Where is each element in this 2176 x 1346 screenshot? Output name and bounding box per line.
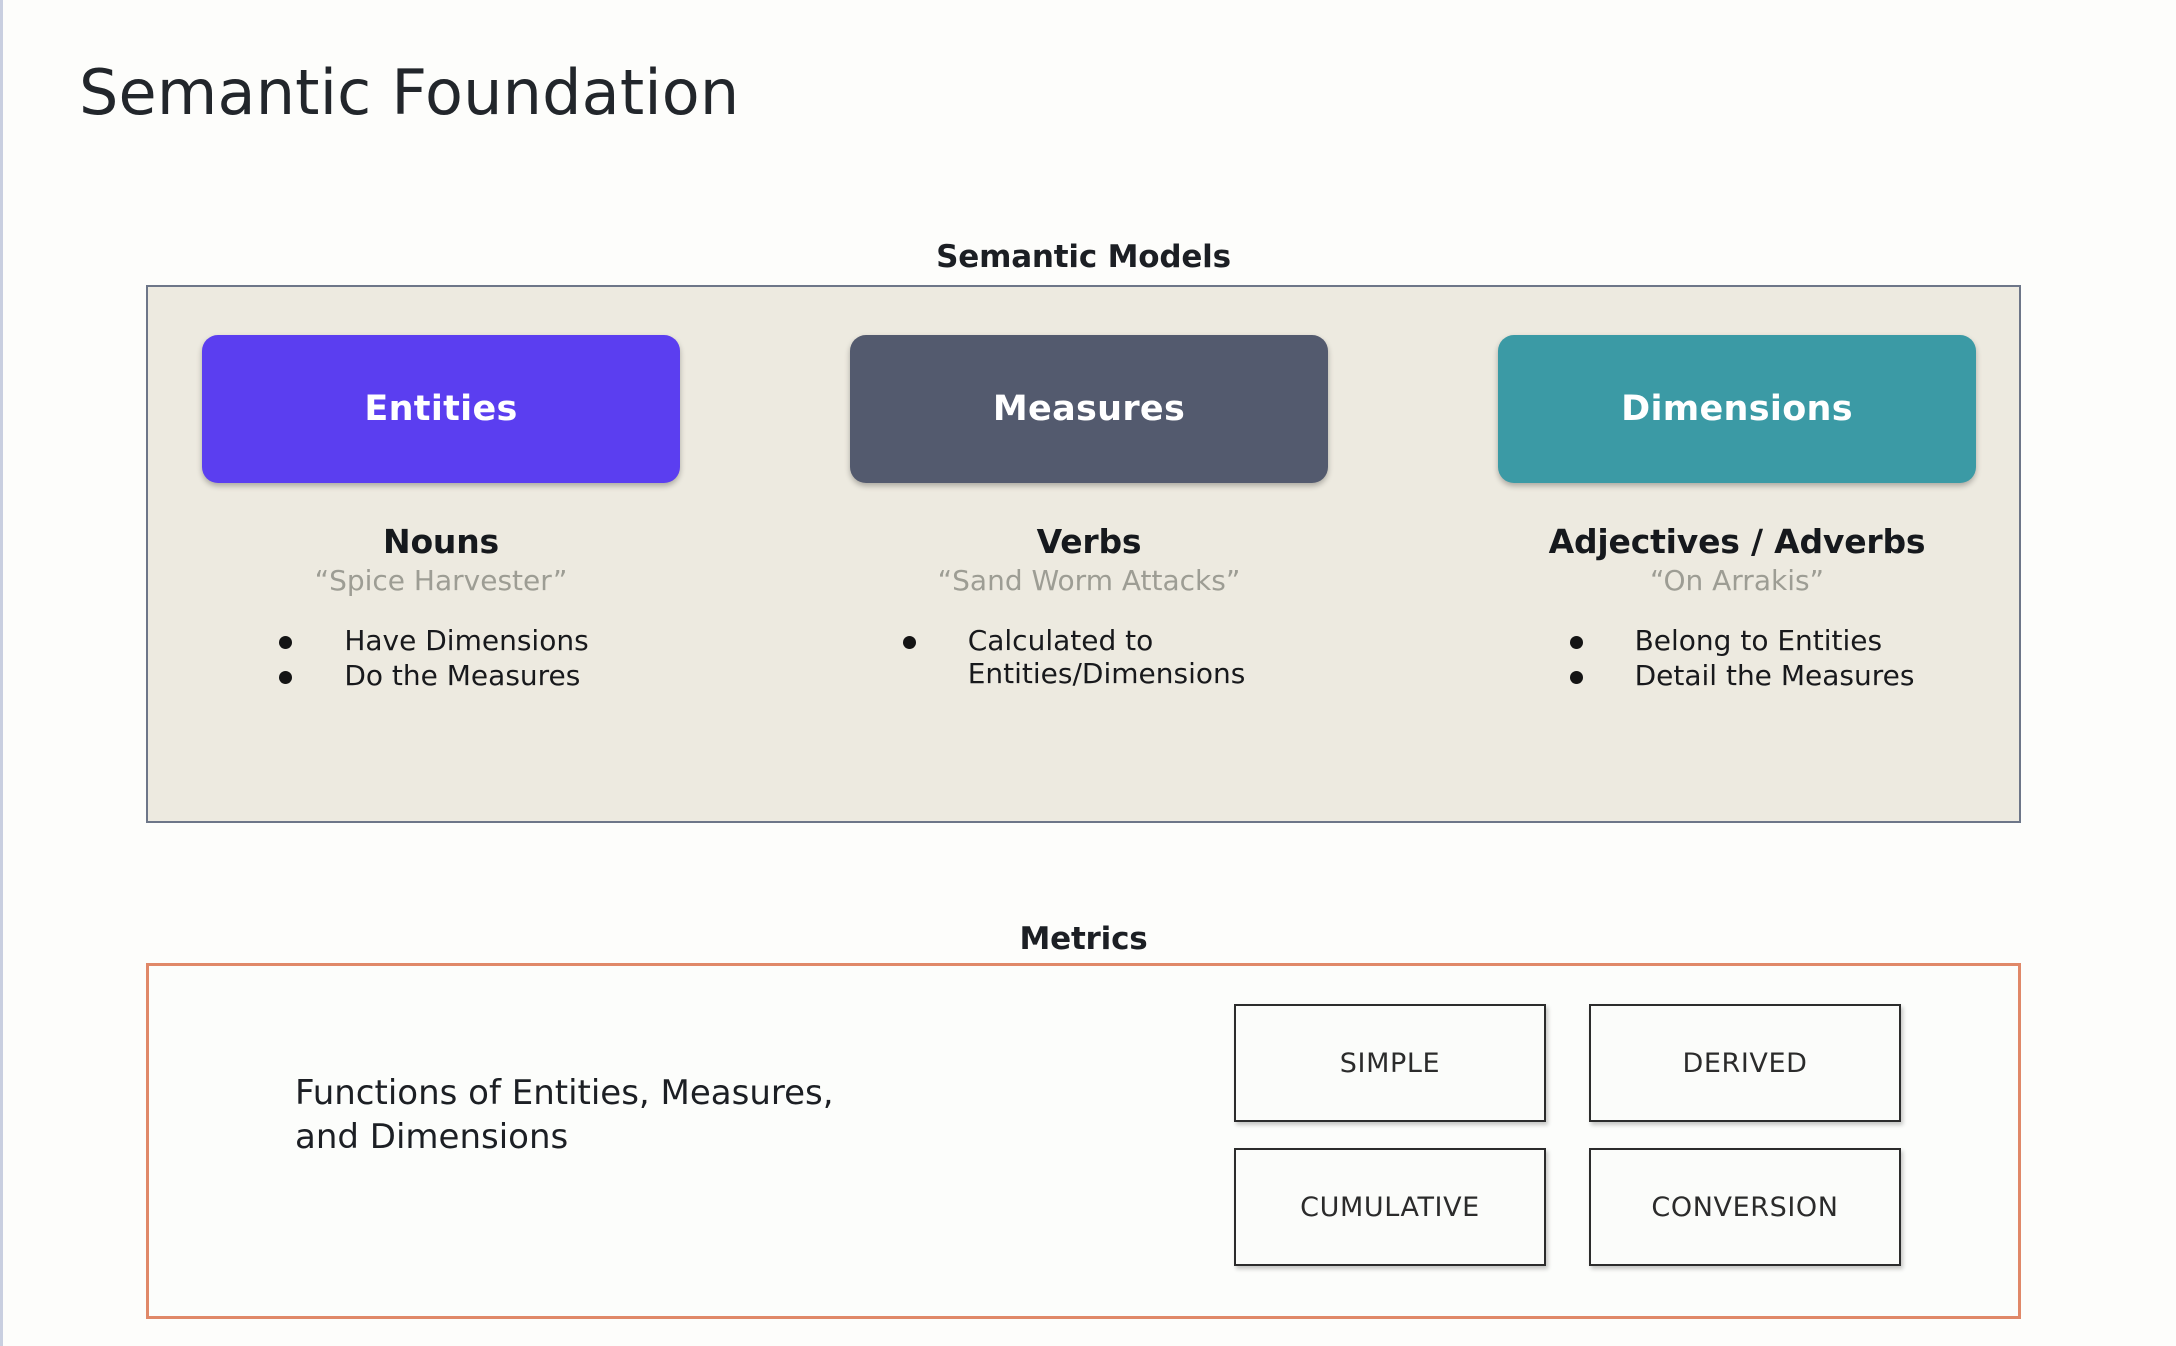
model-column-measures: Measures Verbs “Sand Worm Attacks” Calcu… <box>850 335 1328 821</box>
list-item: Belong to Entities <box>1569 624 1915 658</box>
list-item: Detail the Measures <box>1569 659 1915 693</box>
bullet-dot-icon <box>279 671 293 685</box>
dimensions-card[interactable]: Dimensions <box>1498 335 1976 483</box>
list-item-label: Do the Measures <box>344 659 581 693</box>
model-column-dimensions: Dimensions Adjectives / Adverbs “On Arra… <box>1498 335 1976 821</box>
semantic-models-panel: Entities Nouns “Spice Harvester” Have Di… <box>146 285 2021 823</box>
dimensions-part-of-speech: Adjectives / Adverbs <box>1548 522 1926 561</box>
list-item: Have Dimensions <box>279 624 589 658</box>
bullet-dot-icon <box>1569 671 1583 685</box>
list-item-label: Belong to Entities <box>1634 624 1883 658</box>
measures-bullet-list: Calculated to Entities/Dimensions <box>902 624 1246 692</box>
metrics-description: Functions of Entities, Measures, and Dim… <box>295 1073 834 1157</box>
metrics-type-grid: SIMPLE DERIVED CUMULATIVE CONVERSION <box>1234 1004 1901 1266</box>
list-item: Calculated to Entities/Dimensions <box>902 624 1246 691</box>
list-item-label: Have Dimensions <box>344 624 589 658</box>
metric-type-conversion[interactable]: CONVERSION <box>1589 1148 1901 1266</box>
semantic-models-heading: Semantic Models <box>936 239 1231 275</box>
metric-type-derived[interactable]: DERIVED <box>1589 1004 1901 1122</box>
measures-example: “Sand Worm Attacks” <box>937 563 1241 597</box>
measures-part-of-speech: Verbs <box>1036 522 1142 561</box>
metric-type-simple[interactable]: SIMPLE <box>1234 1004 1546 1122</box>
entities-card[interactable]: Entities <box>202 335 680 483</box>
dimensions-example: “On Arrakis” <box>1649 563 1825 597</box>
entities-example: “Spice Harvester” <box>314 563 568 597</box>
entities-bullet-list: Have Dimensions Do the Measures <box>279 624 589 694</box>
list-item-label: Detail the Measures <box>1634 659 1915 693</box>
metric-type-cumulative[interactable]: CUMULATIVE <box>1234 1148 1546 1266</box>
bullet-dot-icon <box>902 636 916 650</box>
model-column-entities: Entities Nouns “Spice Harvester” Have Di… <box>202 335 680 821</box>
entities-part-of-speech: Nouns <box>383 522 499 561</box>
measures-card[interactable]: Measures <box>850 335 1328 483</box>
metrics-panel: Functions of Entities, Measures, and Dim… <box>146 963 2021 1319</box>
dimensions-bullet-list: Belong to Entities Detail the Measures <box>1569 624 1915 694</box>
list-item-label: Calculated to Entities/Dimensions <box>967 624 1246 691</box>
semantic-models-columns: Entities Nouns “Spice Harvester” Have Di… <box>148 287 2019 821</box>
page-title: Semantic Foundation <box>79 56 740 129</box>
list-item: Do the Measures <box>279 659 588 692</box>
metrics-heading: Metrics <box>1019 921 1148 957</box>
bullet-dot-icon <box>279 636 293 650</box>
bullet-dot-icon <box>1569 636 1583 650</box>
